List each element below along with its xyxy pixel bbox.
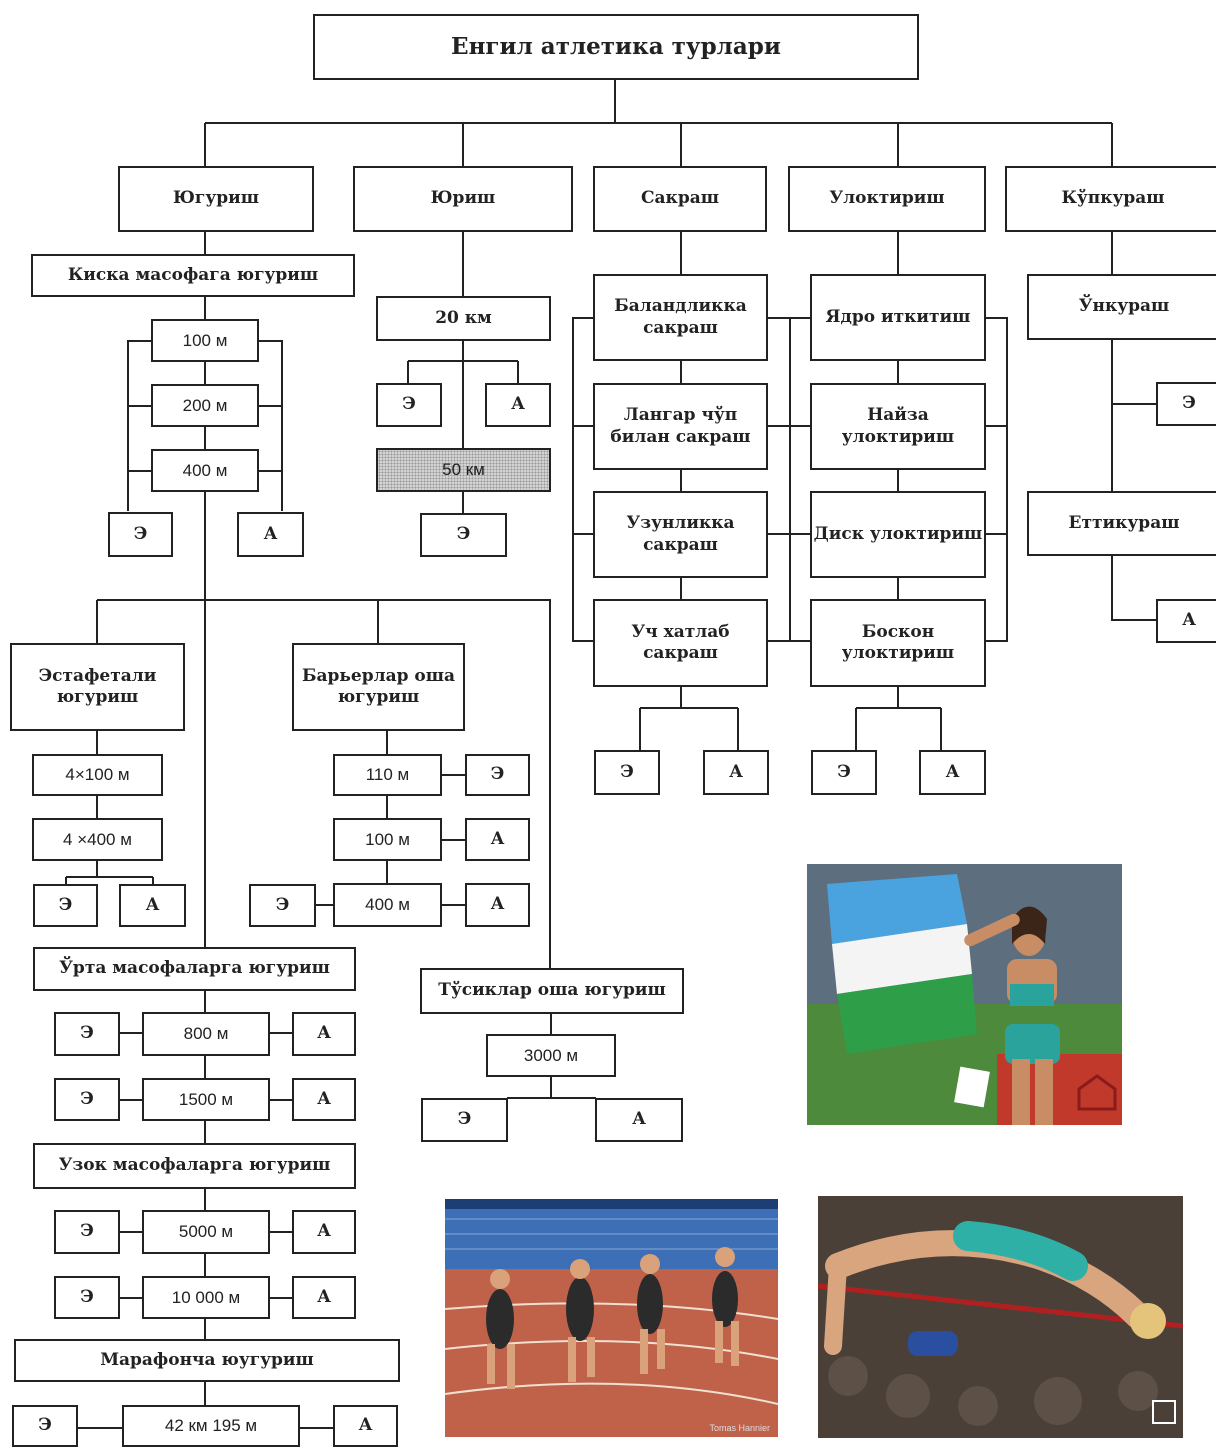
photo-athlete-with-flag — [807, 864, 1122, 1125]
walking-50-men-mark: Э — [420, 513, 507, 557]
walking-50km: 50 км — [376, 448, 551, 492]
hurdles-400m: 400 м — [333, 883, 442, 927]
short-men-mark: Э — [108, 512, 173, 557]
marathon-men-mark: Э — [12, 1405, 78, 1447]
jump-pole-vault: Лангар чўп билан сакраш — [593, 383, 768, 470]
hurdles-400-men-mark: Э — [249, 884, 316, 927]
steeple-women-mark: А — [595, 1098, 683, 1142]
relay-men-mark: Э — [33, 884, 98, 927]
throw-shot-put: Ядро иткитиш — [810, 274, 986, 361]
jump-triple: Уч хатлаб сакраш — [593, 599, 768, 687]
category-running: Югуриш — [118, 166, 314, 232]
diagram-title: Енгил атлетика турлари — [313, 14, 919, 80]
throw-men-mark: Э — [811, 750, 877, 795]
jump-high: Баландликка сакраш — [593, 274, 768, 361]
hurdles-100-women-mark: А — [465, 818, 530, 861]
photo-sprint-start: Tomas Hannier — [445, 1199, 778, 1437]
middle-running-title: Ўрта масофаларга югуриш — [33, 947, 356, 991]
short-running-title: Киска масофага югуриш — [31, 254, 355, 297]
throw-women-mark: А — [919, 750, 986, 795]
middle-1500-men-mark: Э — [54, 1078, 120, 1121]
relay-title: Эстафетали югуриш — [10, 643, 185, 731]
allround-heptathlon-women-mark: А — [1156, 599, 1216, 643]
photo-high-jump — [818, 1196, 1183, 1438]
allround-decathlon: Ўнкураш — [1027, 274, 1216, 340]
category-throwing: Улоктириш — [788, 166, 986, 232]
relay-women-mark: А — [119, 884, 186, 927]
long-10000-men-mark: Э — [54, 1276, 120, 1319]
short-400m: 400 м — [151, 449, 259, 492]
short-200m: 200 м — [151, 384, 259, 427]
walking-20-women-mark: А — [485, 383, 551, 427]
category-jumping: Сакраш — [593, 166, 767, 232]
long-5000m: 5000 м — [142, 1210, 270, 1254]
middle-800-women-mark: А — [292, 1012, 356, 1056]
long-5000-men-mark: Э — [54, 1210, 120, 1254]
walking-20-men-mark: Э — [376, 383, 442, 427]
long-10000m: 10 000 м — [142, 1276, 270, 1319]
throw-javelin: Найза улоктириш — [810, 383, 986, 470]
relay-4x100: 4×100 м — [32, 754, 163, 796]
hurdles-100m: 100 м — [333, 818, 442, 861]
photo-watermark: Tomas Hannier — [709, 1423, 770, 1433]
allround-decathlon-men-mark: Э — [1156, 382, 1216, 426]
jump-women-mark: А — [703, 750, 769, 795]
middle-800-men-mark: Э — [54, 1012, 120, 1056]
middle-1500m: 1500 м — [142, 1078, 270, 1121]
long-10000-women-mark: А — [292, 1276, 356, 1319]
middle-800m: 800 м — [142, 1012, 270, 1056]
jump-long: Узунликка сакраш — [593, 491, 768, 578]
hurdles-110m: 110 м — [333, 754, 442, 796]
jump-men-mark: Э — [594, 750, 660, 795]
hurdles-110-men-mark: Э — [465, 754, 530, 796]
steeple-title: Тўсиклар оша югуриш — [420, 968, 684, 1014]
steeple-3000m: 3000 м — [486, 1034, 616, 1077]
walking-20km: 20 км — [376, 296, 551, 341]
marathon-title: Марафонча юугуриш — [14, 1339, 400, 1382]
hurdles-400-women-mark: А — [465, 883, 530, 927]
category-walking: Юриш — [353, 166, 573, 232]
short-women-mark: А — [237, 512, 304, 557]
throw-hammer: Боскон улоктириш — [810, 599, 986, 687]
marathon-women-mark: А — [333, 1405, 398, 1447]
throw-discus: Диск улоктириш — [810, 491, 986, 578]
marathon-distance: 42 км 195 м — [122, 1405, 300, 1447]
relay-4x400: 4 ×400 м — [32, 818, 163, 861]
category-allround: Кўпкураш — [1005, 166, 1216, 232]
middle-1500-women-mark: А — [292, 1078, 356, 1121]
short-100m: 100 м — [151, 319, 259, 362]
steeple-men-mark: Э — [421, 1098, 508, 1142]
hurdles-title: Барьерлар оша югуриш — [292, 643, 465, 731]
long-5000-women-mark: А — [292, 1210, 356, 1254]
allround-heptathlon: Еттикураш — [1027, 491, 1216, 556]
long-running-title: Узок масофаларга югуриш — [33, 1143, 356, 1189]
